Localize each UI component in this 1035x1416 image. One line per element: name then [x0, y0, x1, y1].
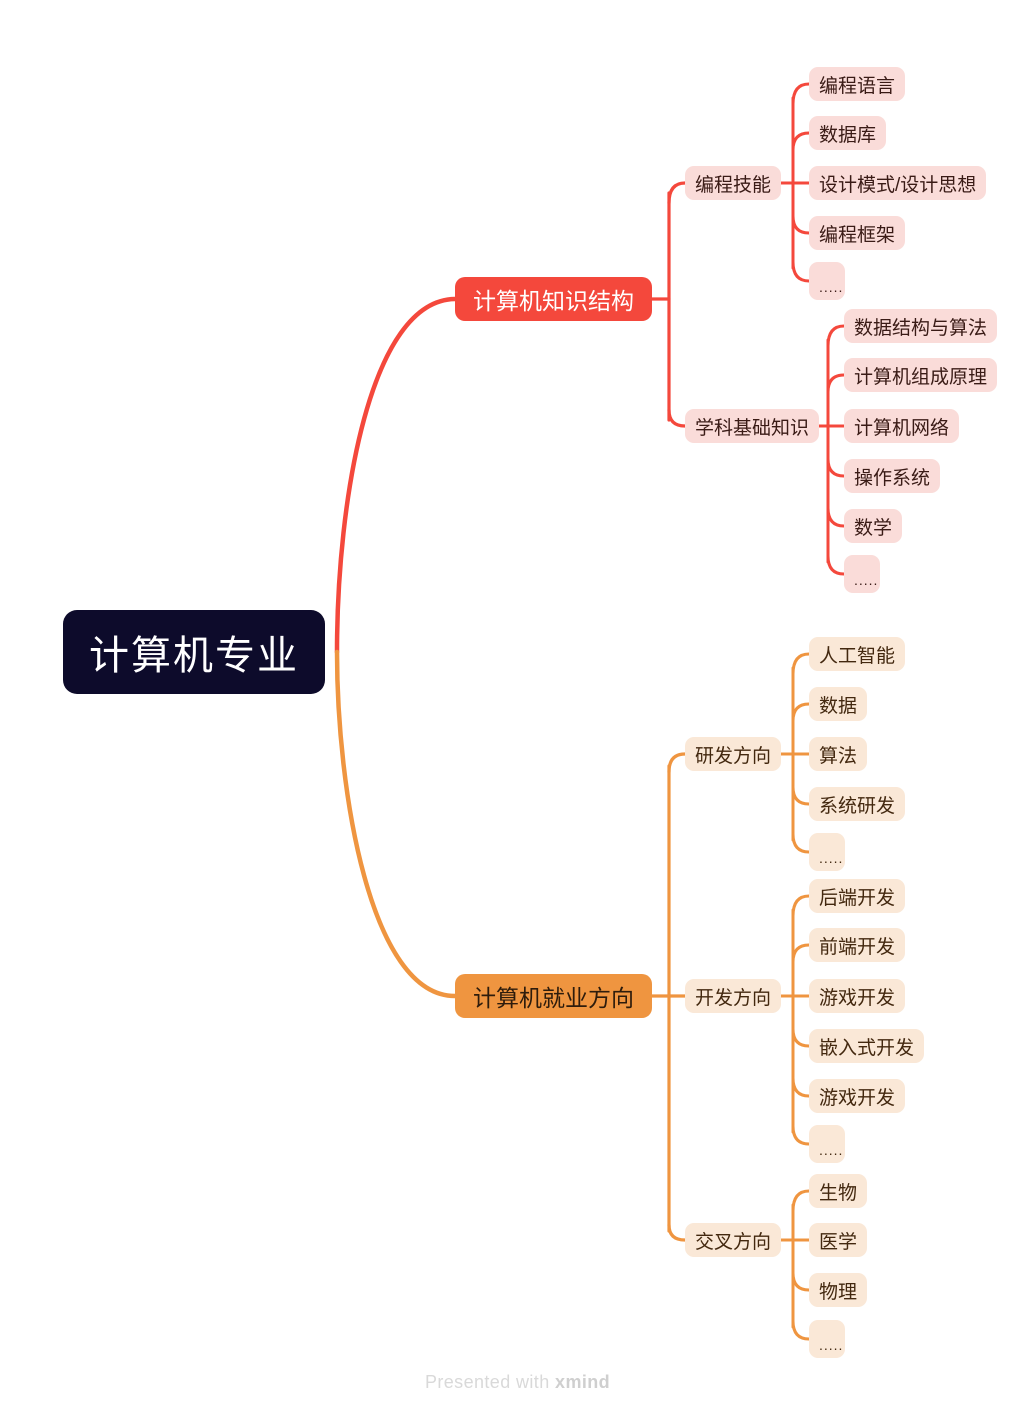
watermark: Presented with xmind	[0, 1372, 1035, 1393]
leaf-node-label: 数据	[819, 695, 858, 717]
leaf-node-ellipsis[interactable]: .....	[844, 555, 880, 593]
leaf-node-label: 操作系统	[854, 467, 931, 489]
branch-node-label: 计算机知识结构	[473, 288, 634, 314]
connector-red-trunk-to-group-2	[667, 408, 687, 428]
connector-group-1-child-2	[791, 131, 811, 152]
leaf-node-embedded-development[interactable]: 嵌入式开发	[809, 1029, 925, 1063]
connector-group-2-child-2	[826, 373, 846, 394]
connector-group-2-child-5	[826, 506, 846, 528]
group-node-label: 交叉方向	[695, 1231, 772, 1253]
connector-group-3-child-5	[791, 832, 811, 854]
connector-group-5-child-4	[791, 1319, 811, 1341]
leaf-node-label: .....	[854, 572, 879, 588]
leaf-node-label: 生物	[819, 1182, 858, 1204]
leaf-node-label: 编程框架	[819, 224, 896, 246]
connector-root-to-branch-red	[334, 296, 458, 655]
connector-group-1-child-5	[791, 260, 811, 283]
leaf-node-label: 医学	[819, 1231, 858, 1253]
leaf-node-label: 游戏开发	[819, 987, 896, 1009]
connector-group-3-child-1	[791, 652, 811, 676]
leaf-node-ellipsis[interactable]: .....	[809, 262, 845, 300]
leaf-node-label: 系统研发	[819, 795, 896, 817]
leaf-node-operating-systems[interactable]: 操作系统	[844, 459, 941, 493]
connector-group-1-child-4	[791, 214, 811, 235]
connector-red-trunk-to-group-1	[667, 181, 687, 205]
leaf-node-label: 物理	[819, 1281, 858, 1303]
group-node-label: 学科基础知识	[695, 417, 810, 439]
leaf-node-data-structures-algorithms[interactable]: 数据结构与算法	[844, 309, 998, 343]
leaf-node-ellipsis[interactable]: .....	[809, 1125, 845, 1163]
connector-group-3-child-4	[791, 785, 811, 806]
leaf-node-label: 前端开发	[819, 936, 896, 958]
leaf-node-label: 计算机组成原理	[854, 366, 988, 388]
leaf-node-game-development-2[interactable]: 游戏开发	[809, 1079, 906, 1113]
leaf-node-label: .....	[819, 279, 844, 295]
leaf-node-label: 游戏开发	[819, 1087, 896, 1109]
connector-group-5-child-1	[791, 1189, 811, 1213]
connector-group-2-child-1	[826, 324, 846, 348]
leaf-node-programming-language[interactable]: 编程语言	[809, 67, 906, 101]
group-node-label: 编程技能	[695, 174, 772, 196]
leaf-node-medicine[interactable]: 医学	[809, 1223, 868, 1257]
leaf-node-label: 数据结构与算法	[854, 317, 988, 339]
leaf-node-design-patterns[interactable]: 设计模式/设计思想	[809, 166, 987, 200]
branch-node-label: 计算机就业方向	[473, 985, 634, 1011]
leaf-node-mathematics[interactable]: 数学	[844, 509, 903, 543]
leaf-node-label: .....	[819, 850, 844, 866]
watermark-brand: xmind	[555, 1372, 611, 1392]
leaf-node-frontend-development[interactable]: 前端开发	[809, 928, 906, 962]
branch-node-computer-knowledge[interactable]: 计算机知识结构	[455, 277, 652, 321]
connector-group-4-child-2	[791, 943, 811, 964]
leaf-node-game-development[interactable]: 游戏开发	[809, 979, 906, 1013]
group-node-fundamentals[interactable]: 学科基础知识	[685, 409, 820, 443]
leaf-node-label: .....	[819, 1337, 844, 1353]
group-node-research-development[interactable]: 研发方向	[685, 737, 782, 771]
root-node-label: 计算机专业	[89, 634, 299, 678]
connector-root-to-branch-orange	[334, 649, 458, 999]
leaf-node-systems-research[interactable]: 系统研发	[809, 787, 906, 821]
group-node-interdisciplinary[interactable]: 交叉方向	[685, 1223, 782, 1257]
leaf-node-artificial-intelligence[interactable]: 人工智能	[809, 637, 906, 671]
leaf-node-biology[interactable]: 生物	[809, 1174, 868, 1208]
root-node[interactable]: 计算机专业	[63, 610, 325, 694]
leaf-node-label: 编程语言	[819, 75, 896, 97]
leaf-node-algorithms[interactable]: 算法	[809, 737, 868, 771]
connector-group-2-child-6	[826, 554, 846, 576]
leaf-node-label: 人工智能	[819, 645, 896, 667]
connector-group-3-child-2	[791, 702, 811, 723]
leaf-node-backend-development[interactable]: 后端开发	[809, 879, 906, 913]
watermark-prefix: Presented with	[424, 1372, 556, 1392]
connector-group-5-child-3	[791, 1271, 811, 1292]
leaf-node-ellipsis[interactable]: .....	[809, 833, 845, 871]
connector-group-4-child-4	[791, 1027, 811, 1048]
connector-group-1-child-1	[791, 82, 811, 106]
connector-group-4-child-5	[791, 1076, 811, 1098]
leaf-node-label: .....	[819, 1142, 844, 1158]
leaf-node-physics[interactable]: 物理	[809, 1273, 868, 1307]
leaf-node-database[interactable]: 数据库	[809, 116, 887, 150]
connector-orange-trunk-to-group-3	[667, 1223, 687, 1242]
leaf-node-label: 数学	[854, 517, 893, 539]
group-node-label: 开发方向	[695, 987, 772, 1009]
leaf-node-programming-framework[interactable]: 编程框架	[809, 216, 906, 250]
leaf-node-ellipsis[interactable]: .....	[809, 1320, 845, 1358]
connector-group-2-child-4	[826, 457, 846, 478]
branch-node-career-directions[interactable]: 计算机就业方向	[455, 974, 652, 1018]
leaf-node-label: 计算机网络	[854, 417, 950, 439]
leaf-node-label: 嵌入式开发	[819, 1037, 915, 1059]
leaf-node-data[interactable]: 数据	[809, 687, 868, 721]
leaf-node-label: 设计模式/设计思想	[819, 174, 977, 196]
leaf-node-label: 算法	[819, 745, 858, 767]
leaf-node-computer-networks[interactable]: 计算机网络	[844, 409, 960, 443]
group-node-development[interactable]: 开发方向	[685, 979, 782, 1013]
group-node-programming-skills[interactable]: 编程技能	[685, 166, 782, 200]
leaf-node-computer-organization[interactable]: 计算机组成原理	[844, 358, 998, 392]
connector-orange-trunk-to-group-1	[667, 752, 687, 774]
connector-group-4-child-6	[791, 1124, 811, 1146]
leaf-node-label: 数据库	[819, 124, 877, 146]
group-node-label: 研发方向	[695, 745, 772, 767]
connector-group-4-child-1	[791, 894, 811, 918]
leaf-node-label: 后端开发	[819, 887, 896, 909]
